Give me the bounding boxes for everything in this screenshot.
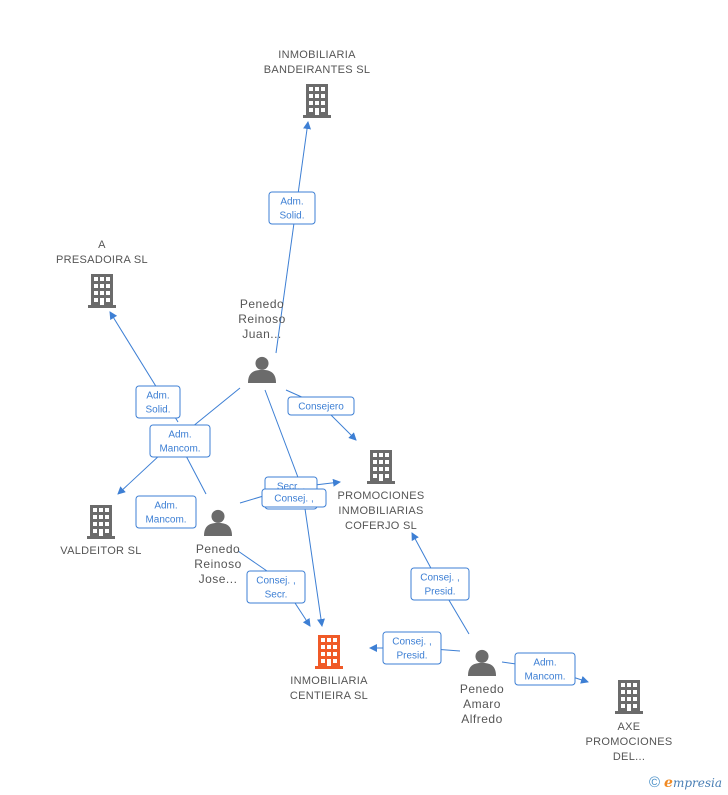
node-juan[interactable]: PenedoReinosoJuan... [238,297,286,383]
node-label: A [98,239,106,251]
edge-label-text: Mancom. [145,515,186,526]
edge-label-juan-bandeirantes[interactable]: Adm. Solid. [268,191,316,225]
brand-logo[interactable]: empresia [664,774,722,791]
edge-label-jose-valdeitor[interactable]: Adm. Mancom. [135,495,197,529]
edge-label-juan-valdeitor[interactable]: Adm. Mancom. [149,424,211,458]
node-bandeirantes[interactable]: INMOBILIARIA BANDEIRANTES SL [264,49,371,118]
node-presadoira[interactable]: A PRESADOIRA SL [56,239,148,308]
node-label: Penedo [460,682,504,696]
edge-label-juan-centieira[interactable]: Consej. , [261,488,327,508]
edge-label-text: Consej. , [392,637,431,648]
node-label: CENTIEIRA SL [290,690,368,702]
edge-jose-valdeitor [183,451,207,495]
edge-label-alfredo-axe[interactable]: Adm. Mancom. [514,652,576,686]
edge-label-text: Mancom. [524,672,565,683]
building-icon [87,505,115,539]
person-icon [248,356,276,383]
edge-label-juan-coferjo[interactable]: Consejero [287,396,355,416]
edge-label-box [268,191,316,225]
edge-label-alfredo-coferjo[interactable]: Consej. , Presid. [410,567,470,601]
edge-label-text: Solid. [279,211,304,222]
node-label: Alfredo [461,712,503,726]
edge-label-box [246,570,306,604]
edge-label-box [261,488,327,508]
edge-label-box [149,424,211,458]
node-centieira[interactable]: INMOBILIARIA CENTIEIRA SL [290,635,368,702]
node-label: PRESADOIRA SL [56,254,148,266]
node-label: PROMOCIONES [337,490,424,502]
edge-label-box [135,385,181,419]
node-coferjo[interactable]: PROMOCIONES INMOBILIARIAS COFERJO SL [337,450,424,532]
edge-label-box [287,396,355,416]
edge-label-text: Adm. [533,658,556,669]
node-label: INMOBILIARIA [278,49,356,61]
edge-label-text: Presid. [396,651,427,662]
edge-label-box [135,495,197,529]
edge-label-text: Adm. [168,430,191,441]
node-label: Reinoso [194,557,242,571]
edge-label-box [410,567,470,601]
person-icon [204,509,232,536]
node-jose[interactable]: PenedoReinosoJose... [194,509,242,586]
edge-label-text: Consej. , [256,576,295,587]
node-label: BANDEIRANTES SL [264,64,371,76]
node-label: VALDEITOR SL [60,545,141,557]
edge-label-text: Solid. [145,405,170,416]
node-label: Penedo [196,542,240,556]
person-icon [468,649,496,676]
node-label: INMOBILIARIA [290,675,368,687]
edge-labels-layer: Adm. Solid. Adm. Solid. Adm. Mancom. Adm. Manco… [135,191,576,686]
node-label: Juan... [242,327,282,341]
node-label: Reinoso [238,312,286,326]
node-valdeitor[interactable]: VALDEITOR SL [60,505,141,557]
building-icon [615,680,643,714]
node-label: AXE [618,721,641,733]
building-icon [303,84,331,118]
edge-label-text: Adm. [146,391,169,402]
building-icon [88,274,116,308]
edge-label-text: Mancom. [159,444,200,455]
node-label: Amaro [463,697,501,711]
node-label: DEL... [613,751,645,763]
copyright-icon: © [648,774,661,791]
node-label: COFERJO SL [345,520,417,532]
building-icon [367,450,395,484]
node-axe[interactable]: AXE PROMOCIONES DEL... [585,680,672,763]
nodes-layer: INMOBILIARIA BANDEIRANTES SL A PRESADOIRA S… [56,49,672,763]
edge-juan-bandeirantes [275,121,312,354]
node-label: INMOBILIARIAS [338,505,423,517]
building-icon [315,635,343,669]
edge-label-box [514,652,576,686]
edge-label-text: Consejero [298,402,344,413]
edge-label-juan-presadoira[interactable]: Adm. Solid. [135,385,181,419]
edge-label-text: Adm. [280,197,303,208]
footer-brand: © empresia [649,774,722,791]
edge-label-text: Consej. , [420,573,459,584]
edge-label-jose-centieira[interactable]: Consej. , Secr. [246,570,306,604]
node-label: Jose... [199,572,238,586]
edge-label-text: Secr. [265,590,288,601]
edge-label-alfredo-centieira[interactable]: Consej. , Presid. [382,631,442,665]
edge-label-text: Presid. [424,587,455,598]
edge-label-text: Adm. [154,501,177,512]
edge-label-text: Secr. , [277,482,305,493]
node-label: PROMOCIONES [585,736,672,748]
node-label: Penedo [240,297,284,311]
edge-label-text: Consej. , [274,494,313,505]
edge-label-box [382,631,442,665]
